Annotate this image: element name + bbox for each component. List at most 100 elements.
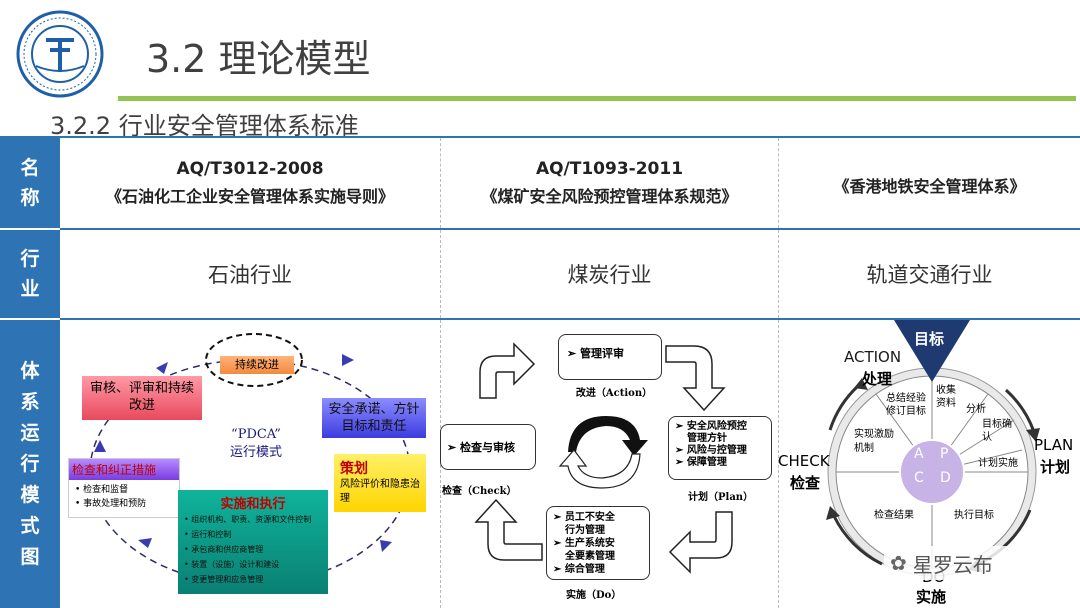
standard-name: 《石油化工企业安全管理体系实施导则》 (105, 187, 394, 206)
do-item: • 组织机构、职责、资源和文件控制 (184, 515, 312, 524)
page-title: 3.2 理论模型 (146, 37, 371, 81)
industry-text: 石油行业 (208, 263, 292, 287)
row-divider (60, 318, 1080, 320)
metro-wheel (826, 320, 1040, 577)
row-label-char: 行 (20, 248, 40, 270)
row-label-char: 模 (20, 483, 40, 506)
coal-plan-item: 管理方针 (687, 433, 727, 444)
metro-seg-analyze: 分析 (966, 404, 986, 415)
improve-box: 持续改进 (220, 356, 294, 374)
industry-cell: 石油行业 (60, 230, 440, 318)
row-label-char: 名 (20, 157, 40, 179)
do-item: • 变更管理和应急管理 (184, 575, 264, 584)
metro-plan-cn: 计划 (1040, 458, 1071, 476)
metro-target: 目标 (914, 330, 945, 348)
watermark: ✿ 星罗云布 (884, 546, 1054, 580)
row-label-model: 体 系 运 行 模 式 图 (0, 320, 60, 608)
review-label: 审核、评审和持续改进 (89, 381, 194, 413)
standard-code: AQ/T3012-2008 (176, 159, 324, 179)
do-item: • 装置（设施）设计和建设 (184, 560, 280, 569)
industry-cell: 煤炭行业 (440, 230, 778, 318)
industry-text: 轨道交通行业 (866, 263, 993, 287)
coal-action-label: ➢ 管理评审 (567, 347, 625, 360)
row-label-char: 称 (20, 187, 40, 209)
check-item: • 检查和监督 (75, 485, 129, 495)
coal-plan-caption: 计划（Plan） (688, 492, 754, 503)
coal-plan-item: ➢ 安全风险预控 (675, 421, 747, 432)
row-label-char: 图 (20, 545, 40, 568)
metro-do-cn: 实施 (916, 588, 947, 606)
watermark-text: 星罗云布 (912, 552, 993, 577)
standard-code: AQ/T1093-2011 (535, 159, 684, 179)
metro-seg-plan: 计划实施 (978, 458, 1018, 469)
row-label-char: 业 (20, 278, 40, 300)
coal-diagram: ➢ 管理评审 改进（Action） ➢ 检查与审核 检查（Check） ➢ 安全… (440, 320, 778, 608)
coal-action-box: ➢ 管理评审 (558, 334, 662, 380)
coal-cycle-arrows (474, 342, 733, 574)
metro-letter-d: D (940, 470, 951, 486)
row-divider (60, 228, 1080, 230)
pdca-center-title: “PDCA” (231, 427, 281, 442)
row-label-char: 式 (20, 514, 40, 537)
section-subtitle: 3.2.2 行业安全管理体系标准 (50, 112, 359, 140)
do-title: 实施和执行 (220, 497, 286, 512)
pdca-center-sub: 运行模式 (229, 445, 282, 460)
standard-name: 《煤矿安全风险预控管理体系规范》 (481, 187, 738, 206)
coal-do-item: ➢ 综合管理 (553, 564, 605, 575)
coal-do-item: ➢ 员工不安全 (553, 512, 615, 523)
plan-sub: 风险评价和隐患治理 (340, 479, 420, 504)
industry-text: 煤炭行业 (567, 263, 652, 287)
coal-do-item: ➢ 生产系统安 (553, 538, 615, 549)
pdca-diagram: 持续改进 审核、评审和持续改进 安全承诺、方针目标和责任 “PDCA” 运行模式… (60, 320, 440, 608)
university-logo (6, 10, 114, 98)
do-box: 实施和执行 • 组织机构、职责、资源和文件控制 • 运行和控制 • 承包商和供应… (178, 490, 328, 594)
pdca-center-label: “PDCA” 运行模式 (220, 426, 292, 462)
coal-do-box: ➢ 员工不安全 行为管理 ➢ 生产系统安 全要素管理 ➢ 综合管理 (546, 506, 650, 580)
title-divider (118, 96, 1076, 101)
coal-do-caption: 实施（Do） (566, 590, 622, 601)
coal-check-caption: 检查（Check） (442, 486, 517, 497)
coal-action-caption: 改进（Action） (575, 388, 653, 399)
coal-do-item: 全要素管理 (565, 551, 615, 562)
row-label-industry: 行 业 (0, 230, 60, 318)
commit-box: 安全承诺、方针目标和责任 (322, 398, 426, 438)
do-item: • 承包商和供应商管理 (184, 545, 264, 554)
metro-action-cn: 处理 (862, 370, 893, 388)
coal-do-item: 行为管理 (565, 525, 605, 536)
row-label-char: 体 (20, 359, 40, 382)
check-box: 检查和纠正措施 • 检查和监督 • 事故处理和预防 (68, 458, 180, 518)
metro-check-en: CHECK (778, 452, 830, 470)
row-label-char: 行 (20, 452, 40, 475)
coal-plan-item: ➢ 风险与控管理 (675, 445, 747, 456)
check-title: 检查和纠正措施 (69, 459, 179, 480)
metro-diagram: 目标 ACTION 处理 PLAN 计划 CHECK 检查 DO 实施 总结经验… (778, 320, 1080, 608)
standard-name: 《香港地铁安全管理体系》 (833, 177, 1026, 196)
improve-label: 持续改进 (235, 358, 279, 371)
table-top-border (0, 136, 1080, 138)
metro-seg-collect: 收集资料 (936, 385, 956, 409)
do-item: • 运行和控制 (184, 530, 232, 539)
metro-seg-realize: 实现激励机制 (854, 429, 894, 454)
metro-seg-confirm: 目标确认 (982, 419, 1012, 443)
coal-check-label: ➢ 检查与审核 (447, 441, 516, 454)
metro-action-en: ACTION (844, 348, 902, 366)
coal-plan-item: ➢ 保障管理 (675, 457, 727, 468)
metro-check-cn: 检查 (790, 474, 821, 492)
standard-name-cell: AQ/T3012-2008 《石油化工企业安全管理体系实施导则》 (60, 138, 440, 228)
check-item: • 事故处理和预防 (75, 499, 147, 509)
plan-title: 策划 (340, 461, 368, 477)
row-label-name: 名 称 (0, 138, 60, 228)
coal-plan-box: ➢ 安全风险预控 管理方针 ➢ 风险与控管理 ➢ 保障管理 (668, 416, 772, 480)
standard-name-cell: 《香港地铁安全管理体系》 (778, 138, 1080, 228)
metro-seg-result: 检查结果 (874, 510, 914, 521)
row-label-char: 系 (20, 390, 40, 413)
metro-letter-a: A (914, 446, 924, 462)
standard-name-cell: AQ/T1093-2011 《煤矿安全风险预控管理体系规范》 (440, 138, 778, 228)
industry-cell: 轨道交通行业 (778, 230, 1080, 318)
review-box: 审核、评审和持续改进 (82, 376, 202, 420)
column-divider (778, 320, 779, 608)
wechat-icon: ✿ (890, 551, 907, 575)
metro-seg-exec: 执行目标 (954, 510, 994, 521)
commit-label: 安全承诺、方针目标和责任 (328, 402, 420, 434)
plan-box: 策划 风险评价和隐患治理 (334, 454, 426, 512)
